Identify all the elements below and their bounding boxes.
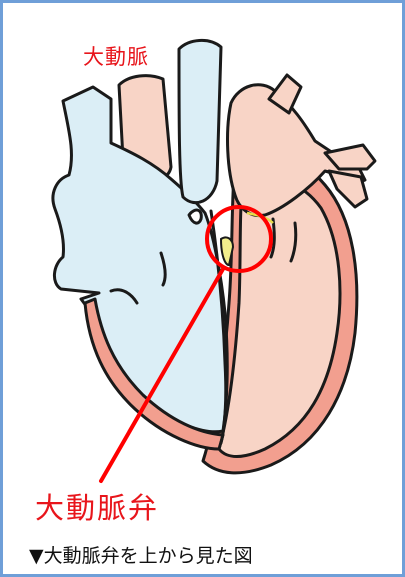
caption-text: ▼大動脈弁を上から見た図 [29, 541, 253, 568]
label-aortic-valve: 大動脈弁 [35, 485, 159, 527]
heart-illustration [3, 3, 402, 503]
label-aorta: 大動脈 [83, 41, 149, 71]
vena-cava [179, 40, 221, 202]
valve-leaflet-1 [189, 210, 201, 223]
